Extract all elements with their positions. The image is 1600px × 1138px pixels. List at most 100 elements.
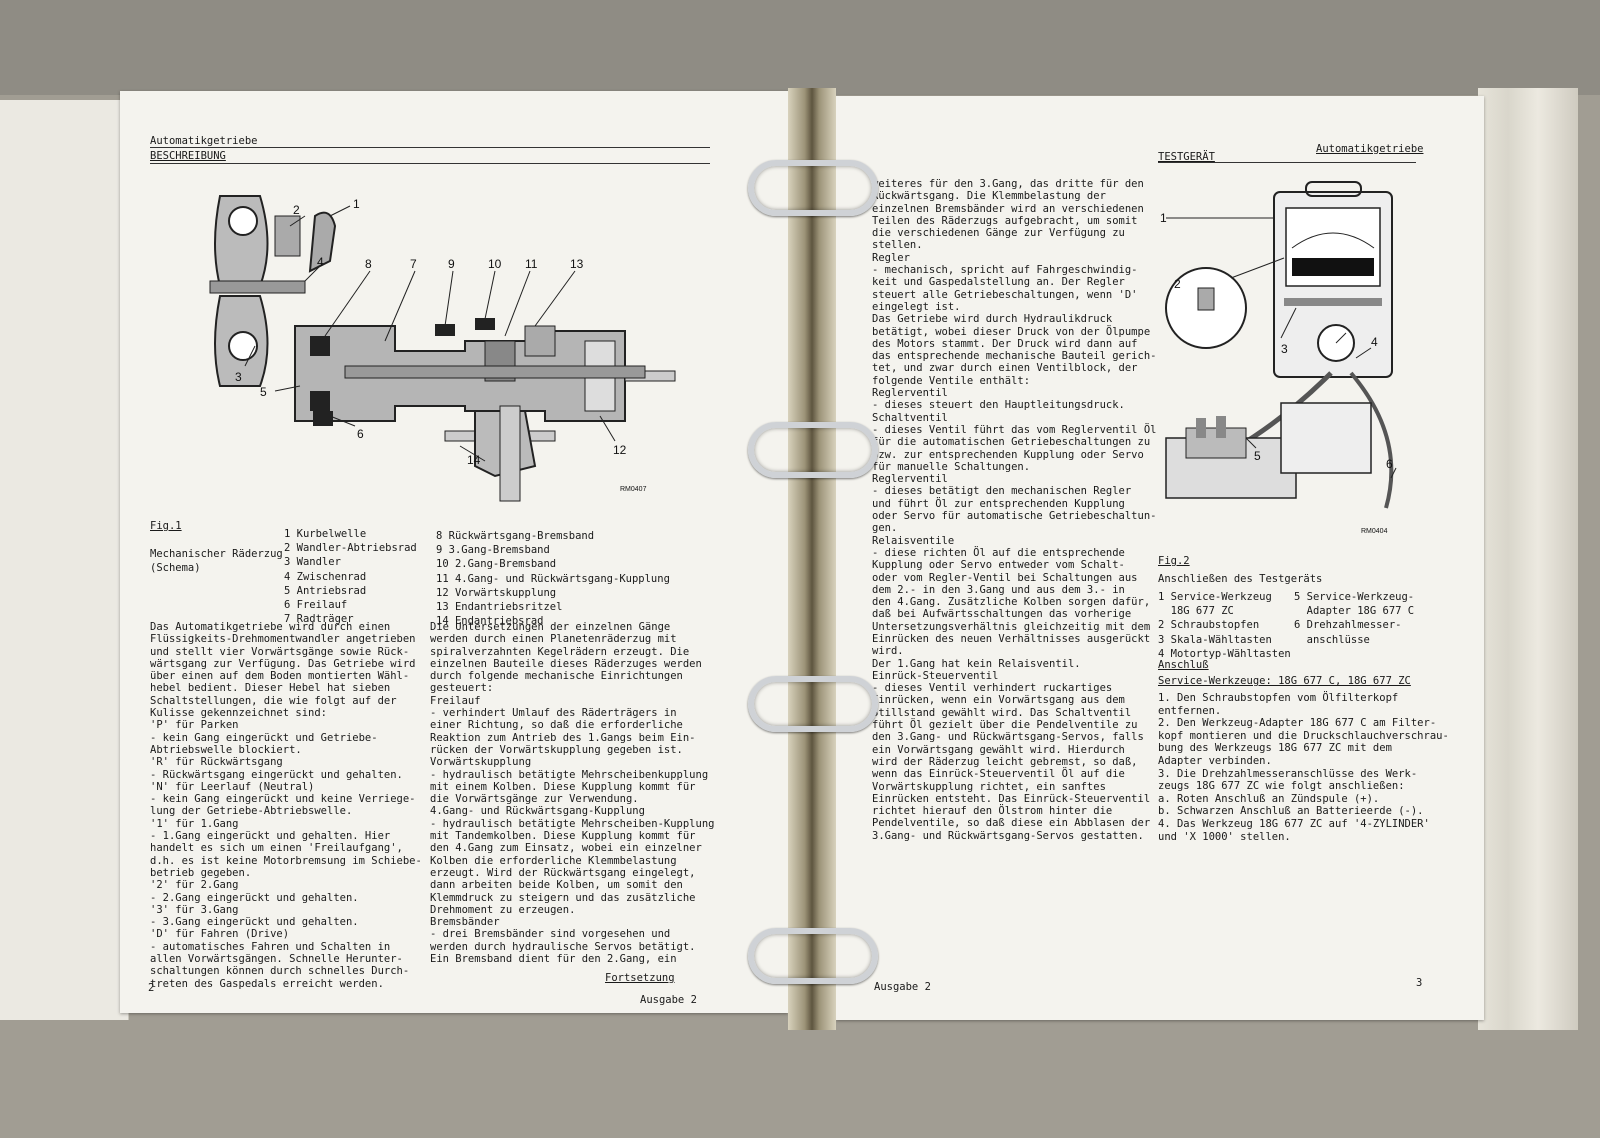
text-line: Rückwärtsgang. Die Klemmbelastung der	[872, 190, 1106, 203]
legend-item: anschlüsse	[1294, 633, 1370, 646]
text-line: Die Untersetzungen der einzelnen Gänge	[430, 621, 671, 633]
figure-caption-line-2: (Schema)	[150, 562, 201, 574]
text-line: - 2.Gang eingerückt und gehalten.	[150, 891, 359, 904]
legend-item: 18G 677 ZC	[1158, 605, 1234, 618]
text-line: 4. Das Werkzeug 18G 677 ZC auf '4-ZYLIND…	[1158, 817, 1430, 830]
right-text-column-1: weiteres für den 3.Gang, das dritte für …	[872, 178, 1156, 842]
figure-legend-b: 5 Service-Werkzeug- Adapter 18G 677 C 6 …	[1294, 590, 1414, 647]
running-header: Automatikgetriebe	[1316, 143, 1424, 155]
text-line: bzw. zur entsprechenden Kupplung oder Se…	[872, 448, 1144, 461]
text-line: richtet hierauf den Ölstrom hinter die	[872, 805, 1113, 818]
text-line: allen Vorwärtsgängen. Schnelle Herunter-	[150, 953, 403, 966]
text-line: ein Vorwärtsgang gewählt wird. Hierdurch	[872, 743, 1125, 756]
text-line: hebel bedient. Dieser Hebel hat sieben	[150, 682, 391, 695]
header-rule	[150, 147, 710, 148]
callout-label: 5	[1254, 449, 1261, 463]
text-line: lung der Getriebe-Abtriebswelle.	[150, 805, 353, 818]
text-line: 2. Den Werkzeug-Adapter 18G 677 C am Fil…	[1158, 717, 1437, 730]
legend-item: 5 Service-Werkzeug-	[1294, 591, 1415, 603]
text-line: weiteres für den 3.Gang, das dritte für …	[872, 178, 1144, 190]
text-line: Der 1.Gang hat kein Relaisventil.	[872, 657, 1081, 670]
text-line: handelt es sich um einen 'Freilaufgang',	[150, 842, 403, 855]
text-line: Adapter verbinden.	[1158, 754, 1272, 767]
text-line: - hydraulisch betätigte Mehrscheiben-Kup…	[430, 817, 715, 830]
figure-label: Fig.1	[150, 520, 182, 532]
page-number: 2	[148, 982, 155, 994]
text-line: Kulisse gekennzeichnet sind:	[150, 707, 328, 720]
legend-item: 13 Endantriebsritzel	[436, 601, 563, 614]
binder-ring[interactable]	[748, 676, 878, 732]
text-line: a. Roten Anschluß an Zündspule (+).	[1158, 792, 1380, 805]
text-line: Einrücken des neuen Verhältnisses ausger…	[872, 632, 1151, 645]
text-line: das entsprechende mechanische Bauteil ge…	[872, 350, 1157, 363]
service-tools-line: Service-Werkzeuge: 18G 677 C, 18G 677 ZC	[1158, 675, 1411, 687]
text-line: dem 2.- in den 3.Gang und aus dem 3.- in	[872, 583, 1125, 596]
text-line: bung des Werkzeugs 18G 677 ZC mit dem	[1158, 742, 1392, 755]
text-line: Schaltstellungen, die wie folgt auf der	[150, 694, 397, 707]
text-line: betätigt, wobei dieser Druck von der Ölp…	[872, 325, 1151, 338]
text-line: Einrücken entsteht. Das Einrück-Steuerve…	[872, 792, 1151, 805]
page-stack	[1478, 88, 1578, 1030]
figure-legend-b: 8 Rückwärtsgang-Bremsband 9 3.Gang-Brems…	[436, 529, 670, 628]
text-line: - dieses betätigt den mechanischen Regle…	[872, 485, 1132, 498]
text-line: folgende Ventile enthält:	[872, 374, 1031, 387]
text-line: die Vorwärtsgänge zur Verwendung.	[430, 793, 639, 806]
text-line: 'N' für Leerlauf (Neutral)	[150, 780, 315, 793]
section-title: TESTGERÄT	[1158, 151, 1215, 163]
text-line: Stillstand gewählt wird. Das Schaltventi…	[872, 706, 1132, 719]
text-line: - kein Gang eingerückt und Getriebe-	[150, 731, 378, 744]
text-line: rücken der Vorwärtskupplung gegeben ist.	[430, 743, 683, 756]
binder-left-board	[0, 100, 129, 1020]
binder-spine	[788, 88, 836, 1030]
legend-item: 4 Motortyp-Wähltasten	[1158, 647, 1291, 660]
legend-item: 2 Wandler-Abtriebsrad	[284, 542, 417, 555]
header-rule	[1158, 162, 1416, 163]
text-line: Einrück-Steuerventil	[872, 669, 999, 682]
continuation-note: Fortsetzung	[605, 972, 675, 984]
text-line: kopf montieren und die Druckschlauchvers…	[1158, 729, 1449, 742]
text-line: den 4.Gang. Zusätzliche Kolben sorgen da…	[872, 596, 1151, 609]
header-rule-2	[150, 163, 710, 164]
text-line: - hydraulisch betätigte Mehrscheibenkupp…	[430, 768, 709, 781]
text-line: '1' für 1.Gang	[150, 817, 239, 830]
callout-label: 1	[1160, 211, 1167, 225]
text-line: über einen auf dem Boden montierten Wähl…	[150, 670, 410, 683]
binder-ring[interactable]	[748, 928, 878, 984]
figure-ref: RM0404	[1361, 528, 1388, 535]
page-number: 3	[1416, 977, 1423, 989]
text-line: Das Automatikgetriebe wird durch einen	[150, 621, 391, 633]
text-line: eingelegt ist.	[872, 300, 961, 313]
legend-item: 8 Rückwärtsgang-Bremsband	[436, 530, 595, 542]
callout-label: 5	[260, 385, 267, 399]
text-line: Bremsbänder	[430, 916, 500, 929]
legend-item: 2 Schraubstopfen	[1158, 619, 1260, 632]
callout-label: 6	[357, 427, 364, 441]
connection-title: Anschluß	[1158, 659, 1209, 671]
legend-item: 7 Radträger	[284, 613, 354, 626]
text-line: Freilauf	[430, 694, 481, 707]
text-line: betrieb gegeben.	[150, 866, 252, 879]
text-line: - 3.Gang eingerückt und gehalten.	[150, 916, 359, 929]
text-line: für manuelle Schaltungen.	[872, 460, 1031, 473]
legend-item: Adapter 18G 677 C	[1294, 605, 1415, 618]
figure-legend-a: 1 Service-Werkzeug 18G 677 ZC 2 Schraubs…	[1158, 590, 1291, 661]
text-line: b. Schwarzen Anschluß an Batterieerde (-…	[1158, 805, 1424, 818]
binder-ring[interactable]	[748, 422, 878, 478]
text-line: gen.	[872, 522, 898, 535]
section-title: BESCHREIBUNG	[150, 150, 226, 162]
text-line: Reglerventil	[872, 473, 948, 486]
text-line: Abtriebswelle blockiert.	[150, 743, 302, 756]
text-line: einzelnen Bauteile dieses Räderzuges wer…	[430, 657, 702, 670]
callout-label: 6	[1386, 457, 1393, 471]
text-line: - kein Gang eingerückt und keine Verrieg…	[150, 793, 416, 806]
binder-ring[interactable]	[748, 160, 878, 216]
text-line: wenn das Einrück-Steuerventil Öl auf die	[872, 768, 1125, 781]
legend-item: 12 Vorwärtskupplung	[436, 586, 557, 599]
callout-label: 8	[365, 257, 372, 271]
text-line: zeugs 18G 677 ZC wie folgt anschließen:	[1158, 780, 1405, 793]
text-line: daß bei Aufwärtsschaltungen das vorherig…	[872, 608, 1132, 621]
legend-item: 3 Skala-Wähltasten	[1158, 633, 1272, 646]
text-line: schaltungen können durch schnelles Durch…	[150, 965, 410, 978]
